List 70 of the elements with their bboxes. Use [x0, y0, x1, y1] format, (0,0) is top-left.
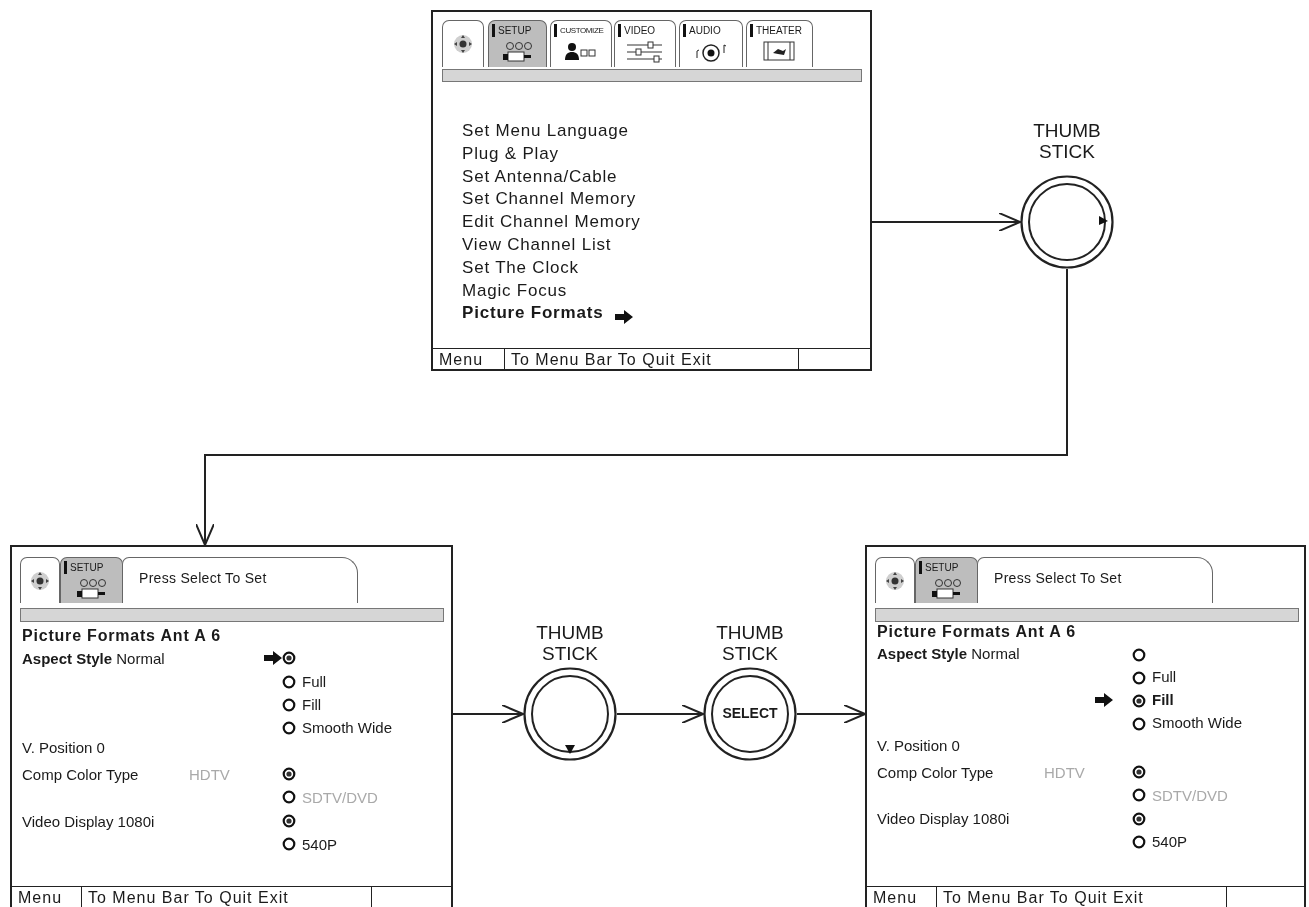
setting-text: SDTV/DVD — [1152, 787, 1228, 805]
arrow — [796, 704, 866, 724]
menu-tab — [875, 557, 915, 603]
setting-text: Aspect Style Normal — [877, 645, 1020, 663]
menu-item: Magic Focus — [462, 281, 568, 300]
menu-item: Set Channel Memory — [462, 190, 637, 209]
menu-tab — [614, 20, 676, 67]
setting-text: Aspect Style Normal — [22, 650, 165, 668]
setting-text: HDTV — [189, 766, 230, 784]
stick-label: THUMB STICK — [715, 622, 785, 664]
menu-item: Set The Clock — [462, 258, 579, 277]
tab-label: SETUP — [498, 25, 532, 36]
setting-text: Fill — [302, 696, 322, 714]
setting-text: Full — [302, 673, 327, 691]
setting-text: Smooth Wide — [1152, 714, 1243, 732]
setting-text: 540P — [1152, 833, 1188, 851]
menu-screen — [10, 545, 453, 907]
menu-item: Plug & Play — [462, 144, 559, 163]
stick-label: THUMB STICK — [535, 622, 605, 664]
button-label: SELECT — [721, 705, 779, 721]
setting-text: Full — [1152, 668, 1177, 686]
setting-text: Video Display 1080i — [22, 813, 155, 831]
setting-text: V. Position 0 — [877, 737, 960, 755]
stick-label: THUMB STICK — [1032, 120, 1102, 162]
menu-item: View Channel List — [462, 236, 612, 254]
menu-tab — [550, 20, 612, 67]
menu-screen — [865, 545, 1306, 907]
status-message: Press Select To Set — [139, 569, 267, 587]
menu-screen — [431, 10, 872, 371]
menu-tab — [679, 20, 743, 67]
arrow — [871, 212, 1021, 232]
setting-text: HDTV — [1044, 764, 1085, 782]
menu-item: Edit Channel Memory — [462, 213, 641, 232]
tab-label: SETUP — [70, 562, 104, 573]
setting-text: Comp Color Type — [877, 764, 994, 782]
tab-label: THEATER — [756, 25, 802, 36]
tab-label: VIDEO — [624, 25, 656, 36]
tab-label: CUSTOMIZE — [560, 25, 604, 36]
arrow — [616, 704, 704, 724]
setting-text: Video Display 1080i — [877, 810, 1010, 828]
footer-cell: Menu — [433, 348, 505, 371]
menu-tab — [20, 557, 60, 603]
menu-tab — [60, 557, 123, 603]
arrow — [195, 268, 1068, 546]
setting-text: Comp Color Type — [22, 766, 139, 784]
menu-item: Set Menu Language — [462, 122, 629, 140]
setting-text: 540P — [302, 836, 338, 854]
menu-tab — [488, 20, 547, 67]
setting-text: V. Position 0 — [22, 739, 105, 757]
setting-text: Fill — [1152, 691, 1174, 709]
setting-text: Picture Formats Ant A 6 — [22, 627, 221, 645]
setting-text: Picture Formats Ant A 6 — [877, 623, 1076, 641]
menu-tab — [442, 20, 484, 67]
setting-text: Smooth Wide — [302, 719, 393, 737]
menu-item: Picture Formats — [462, 304, 604, 323]
footer-cell: Menu — [12, 886, 82, 907]
menu-tab — [915, 557, 978, 603]
message-tab — [122, 557, 358, 603]
arrow — [452, 704, 524, 724]
menu-tab — [746, 20, 813, 67]
footer-cell: To Menu Bar To Quit Exit — [505, 348, 799, 371]
footer-cell: To Menu Bar To Quit Exit — [82, 886, 372, 907]
status-message: Press Select To Set — [994, 569, 1122, 587]
setting-text: SDTV/DVD — [302, 789, 378, 807]
tab-label: AUDIO — [689, 25, 721, 36]
footer-cell: To Menu Bar To Quit Exit — [937, 886, 1227, 907]
tab-label: SETUP — [925, 562, 959, 573]
menu-item: Set Antenna/Cable — [462, 167, 618, 186]
footer-cell: Menu — [867, 886, 937, 907]
message-tab — [977, 557, 1213, 603]
